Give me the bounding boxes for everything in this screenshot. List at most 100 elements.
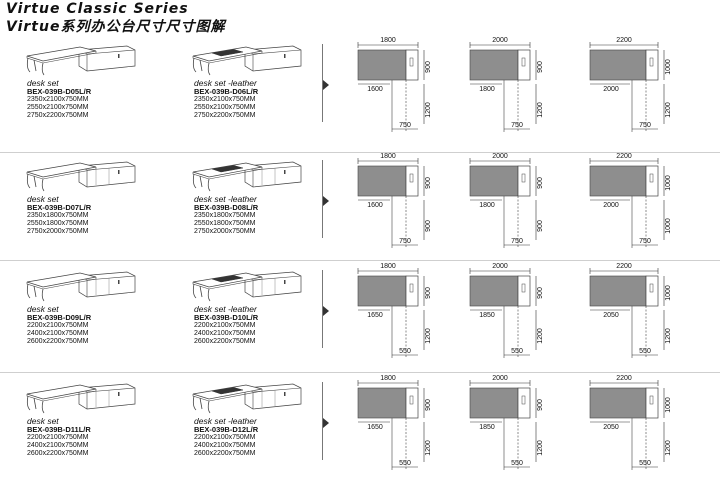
- dim-bottom: 550: [511, 348, 523, 355]
- desk-illustration: [192, 161, 302, 192]
- size-spec: 2550x2100x750MM: [27, 104, 89, 111]
- dim-lower: 1650: [367, 312, 383, 319]
- page-title: Virtue Classic Series: [6, 1, 189, 17]
- dim-lower: 1850: [479, 312, 495, 319]
- dim-bottom: 750: [399, 122, 411, 129]
- dim-lower: 1600: [367, 86, 383, 93]
- arrow-icon: [323, 80, 329, 90]
- dim-side: 900: [425, 220, 432, 232]
- desk-type: desk set: [27, 194, 59, 204]
- dim-bottom: 550: [639, 348, 651, 355]
- desk-illustration: [26, 383, 136, 414]
- dim-lower: 2000: [603, 202, 619, 209]
- desk-type: desk set: [27, 78, 59, 88]
- dim-width: 2000: [492, 153, 508, 160]
- size-spec: 2600x2200x750MM: [194, 450, 256, 457]
- desk-type: desk set -leather: [194, 78, 257, 88]
- size-spec: 2200x2100x750MM: [194, 322, 256, 329]
- dim-lower: 2000: [603, 86, 619, 93]
- dim-side: 1200: [425, 440, 432, 456]
- desk-illustration: [26, 45, 136, 76]
- size-spec: 2750x2200x750MM: [194, 112, 256, 119]
- desk-type: desk set: [27, 416, 59, 426]
- desk-illustration: [192, 45, 302, 76]
- dim-bottom: 550: [399, 348, 411, 355]
- dim-depth: 900: [425, 177, 432, 189]
- row-divider: [0, 152, 720, 153]
- dim-side: 900: [537, 220, 544, 232]
- size-spec: 2600x2200x750MM: [194, 338, 256, 345]
- dim-side: 1200: [537, 328, 544, 344]
- dim-width: 2200: [616, 263, 632, 270]
- size-spec: 2200x2100x750MM: [194, 434, 256, 441]
- size-spec: 2400x2100x750MM: [27, 330, 89, 337]
- dim-lower: 1600: [367, 202, 383, 209]
- dim-side: 1200: [665, 440, 672, 456]
- row-divider: [0, 260, 720, 261]
- size-spec: 2550x1800x750MM: [27, 220, 89, 227]
- desk-illustration: [192, 271, 302, 302]
- size-spec: 2350x2100x750MM: [27, 96, 89, 103]
- size-spec: 2350x1800x750MM: [194, 212, 256, 219]
- dim-depth: 900: [425, 61, 432, 73]
- dim-width: 2200: [616, 375, 632, 382]
- dim-depth: 900: [425, 399, 432, 411]
- dim-depth: 900: [537, 177, 544, 189]
- size-spec: 2200x2100x750MM: [27, 434, 89, 441]
- arrow-icon: [323, 196, 329, 206]
- size-spec: 2200x2100x750MM: [27, 322, 89, 329]
- size-spec: 2600x2200x750MM: [27, 450, 89, 457]
- dimension-plan: 1800 900 1200 1650 550: [357, 263, 432, 358]
- desk-type: desk set -leather: [194, 416, 257, 426]
- dim-side: 1200: [665, 102, 672, 118]
- dim-depth: 900: [537, 287, 544, 299]
- dim-width: 1800: [380, 263, 396, 270]
- size-spec: 2400x2100x750MM: [194, 330, 256, 337]
- size-spec: 2350x1800x750MM: [27, 212, 89, 219]
- model-code: BEX-039B-D09L/R: [27, 313, 92, 322]
- section-separator: [322, 270, 323, 348]
- desk-type: desk set -leather: [194, 304, 257, 314]
- dim-lower: 2050: [603, 312, 619, 319]
- dim-depth: 900: [537, 399, 544, 411]
- desk-illustration: [26, 271, 136, 302]
- size-spec: 2750x2000x750MM: [27, 228, 89, 235]
- page-subtitle: Virtue系列办公台尺寸尺寸图解: [6, 19, 226, 35]
- size-spec: 2600x2200x750MM: [27, 338, 89, 345]
- model-code: BEX-039B-D06L/R: [194, 87, 259, 96]
- model-code: BEX-039B-D08L/R: [194, 203, 259, 212]
- dim-bottom: 550: [639, 460, 651, 467]
- size-spec: 2550x2100x750MM: [194, 104, 256, 111]
- section-separator: [322, 160, 323, 238]
- dim-lower: 1800: [479, 86, 495, 93]
- dim-lower: 1650: [367, 424, 383, 431]
- dim-bottom: 550: [511, 460, 523, 467]
- dim-lower: 2050: [603, 424, 619, 431]
- desk-type: desk set: [27, 304, 59, 314]
- dim-bottom: 550: [399, 460, 411, 467]
- dim-width: 2200: [616, 37, 632, 44]
- dim-depth: 900: [425, 287, 432, 299]
- dim-depth: 1000: [665, 175, 672, 191]
- dim-side: 1200: [537, 102, 544, 118]
- dim-side: 1200: [425, 328, 432, 344]
- dim-width: 2000: [492, 37, 508, 44]
